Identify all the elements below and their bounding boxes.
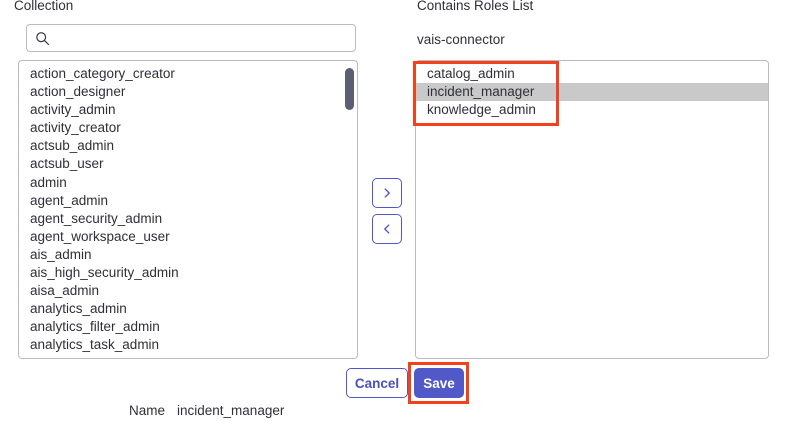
collection-list-item[interactable]: action_designer xyxy=(30,84,126,100)
move-right-button[interactable] xyxy=(372,178,402,208)
name-label: Name xyxy=(129,403,166,418)
search-field[interactable] xyxy=(26,24,356,52)
collection-list-item[interactable]: admin xyxy=(30,174,67,190)
roles-list-item[interactable]: catalog_admin xyxy=(427,66,515,81)
collection-list-item[interactable]: activity_admin xyxy=(30,102,116,118)
save-button[interactable]: Save xyxy=(414,368,464,398)
search-input[interactable] xyxy=(50,24,347,52)
move-left-button[interactable] xyxy=(372,214,402,244)
contains-roles-list-heading: Contains Roles List xyxy=(417,0,534,13)
collection-list-item[interactable]: action_category_creator xyxy=(30,66,175,81)
collection-list-item[interactable]: activity_creator xyxy=(30,120,121,136)
collection-list-item[interactable]: ais_admin xyxy=(30,246,92,262)
roles-list-item[interactable]: incident_manager xyxy=(416,83,768,102)
collection-scrollbar[interactable] xyxy=(345,65,354,356)
collection-list-item[interactable]: analytics_viewer xyxy=(19,355,357,359)
search-icon xyxy=(35,31,50,46)
collection-name-value: vais-connector xyxy=(417,32,505,47)
collection-list-item[interactable]: agent_security_admin xyxy=(30,210,163,226)
collection-list-item[interactable]: ais_high_security_admin xyxy=(30,265,179,281)
cancel-button[interactable]: Cancel xyxy=(346,368,408,398)
collection-scrollbar-thumb[interactable] xyxy=(345,68,354,110)
name-row: Name incident_manager xyxy=(129,403,284,419)
chevron-left-icon xyxy=(380,222,394,236)
collection-list-item[interactable]: actsub_admin xyxy=(30,138,115,154)
name-value: incident_manager xyxy=(177,403,285,418)
chevron-right-icon xyxy=(380,186,394,200)
collection-list-item[interactable]: agent_admin xyxy=(30,192,109,208)
roles-list-item[interactable]: knowledge_admin xyxy=(427,102,536,118)
collection-list-item[interactable]: analytics_task_admin xyxy=(30,337,160,353)
collection-list-item[interactable]: analytics_admin xyxy=(30,301,127,317)
collection-list-item[interactable]: agent_workspace_user xyxy=(30,228,170,244)
collection-list-item[interactable]: aisa_admin xyxy=(30,283,100,299)
collection-list-item[interactable]: analytics_filter_admin xyxy=(30,319,160,335)
collection-list-item[interactable]: actsub_user xyxy=(30,156,104,172)
collection-heading: Collection xyxy=(14,0,74,13)
